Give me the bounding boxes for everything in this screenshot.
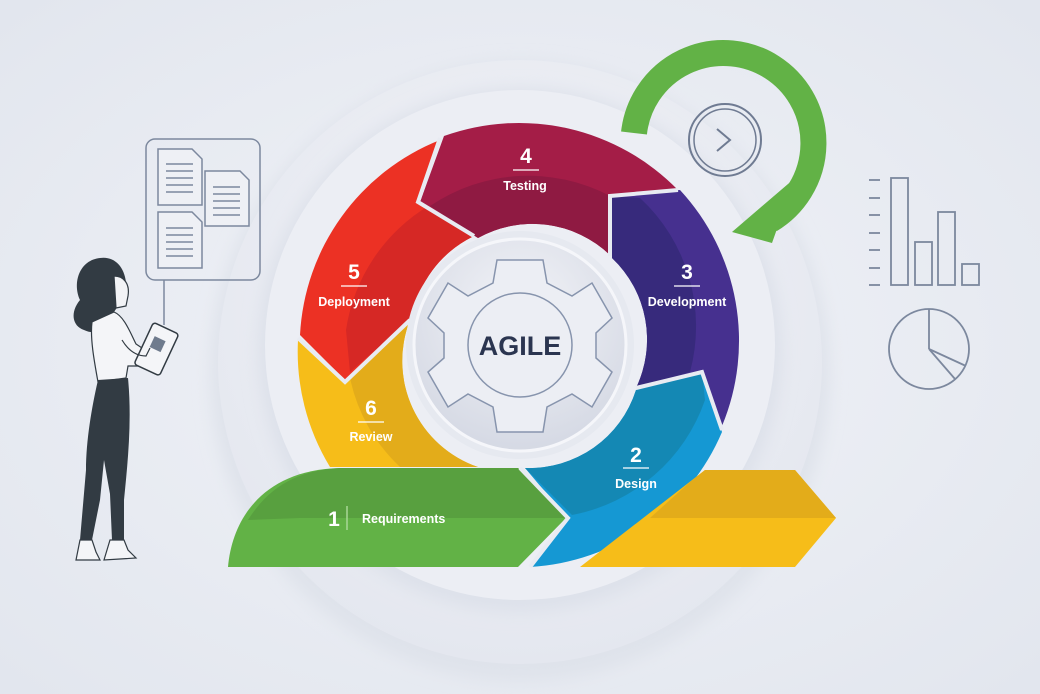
agile-hub: AGILE [406, 231, 634, 459]
stage-1-requirements-segment[interactable] [228, 468, 566, 567]
bar-chart-icon [869, 177, 980, 286]
person-with-tablet-illustration [73, 257, 179, 561]
refresh-cycle-icon [621, 39, 827, 243]
stage-3-number: 3 [681, 261, 693, 284]
stage-6-number: 6 [365, 397, 377, 420]
stage-4-number: 4 [520, 145, 532, 168]
pie-chart-icon [888, 308, 970, 390]
stage-labels: 4 Testing 3 Development 5 Deployment 6 R… [318, 145, 727, 531]
stage-6-label: Review [349, 430, 392, 444]
segment-dividers [296, 137, 724, 569]
stage-4-label: Testing [503, 179, 547, 193]
stage-1-number: 1 [328, 508, 340, 531]
stage-2-label: Design [615, 477, 657, 491]
stage-3-label: Development [648, 295, 727, 309]
documents-panel-icon [145, 138, 261, 325]
center-title: AGILE [479, 331, 562, 361]
stage-2-number: 2 [630, 444, 642, 467]
stage-5-number: 5 [348, 261, 360, 284]
stage-5-label: Deployment [318, 295, 390, 309]
stage-ring [297, 122, 740, 567]
stage-extension-arrow [580, 470, 836, 567]
stage-1-label: Requirements [362, 512, 445, 526]
